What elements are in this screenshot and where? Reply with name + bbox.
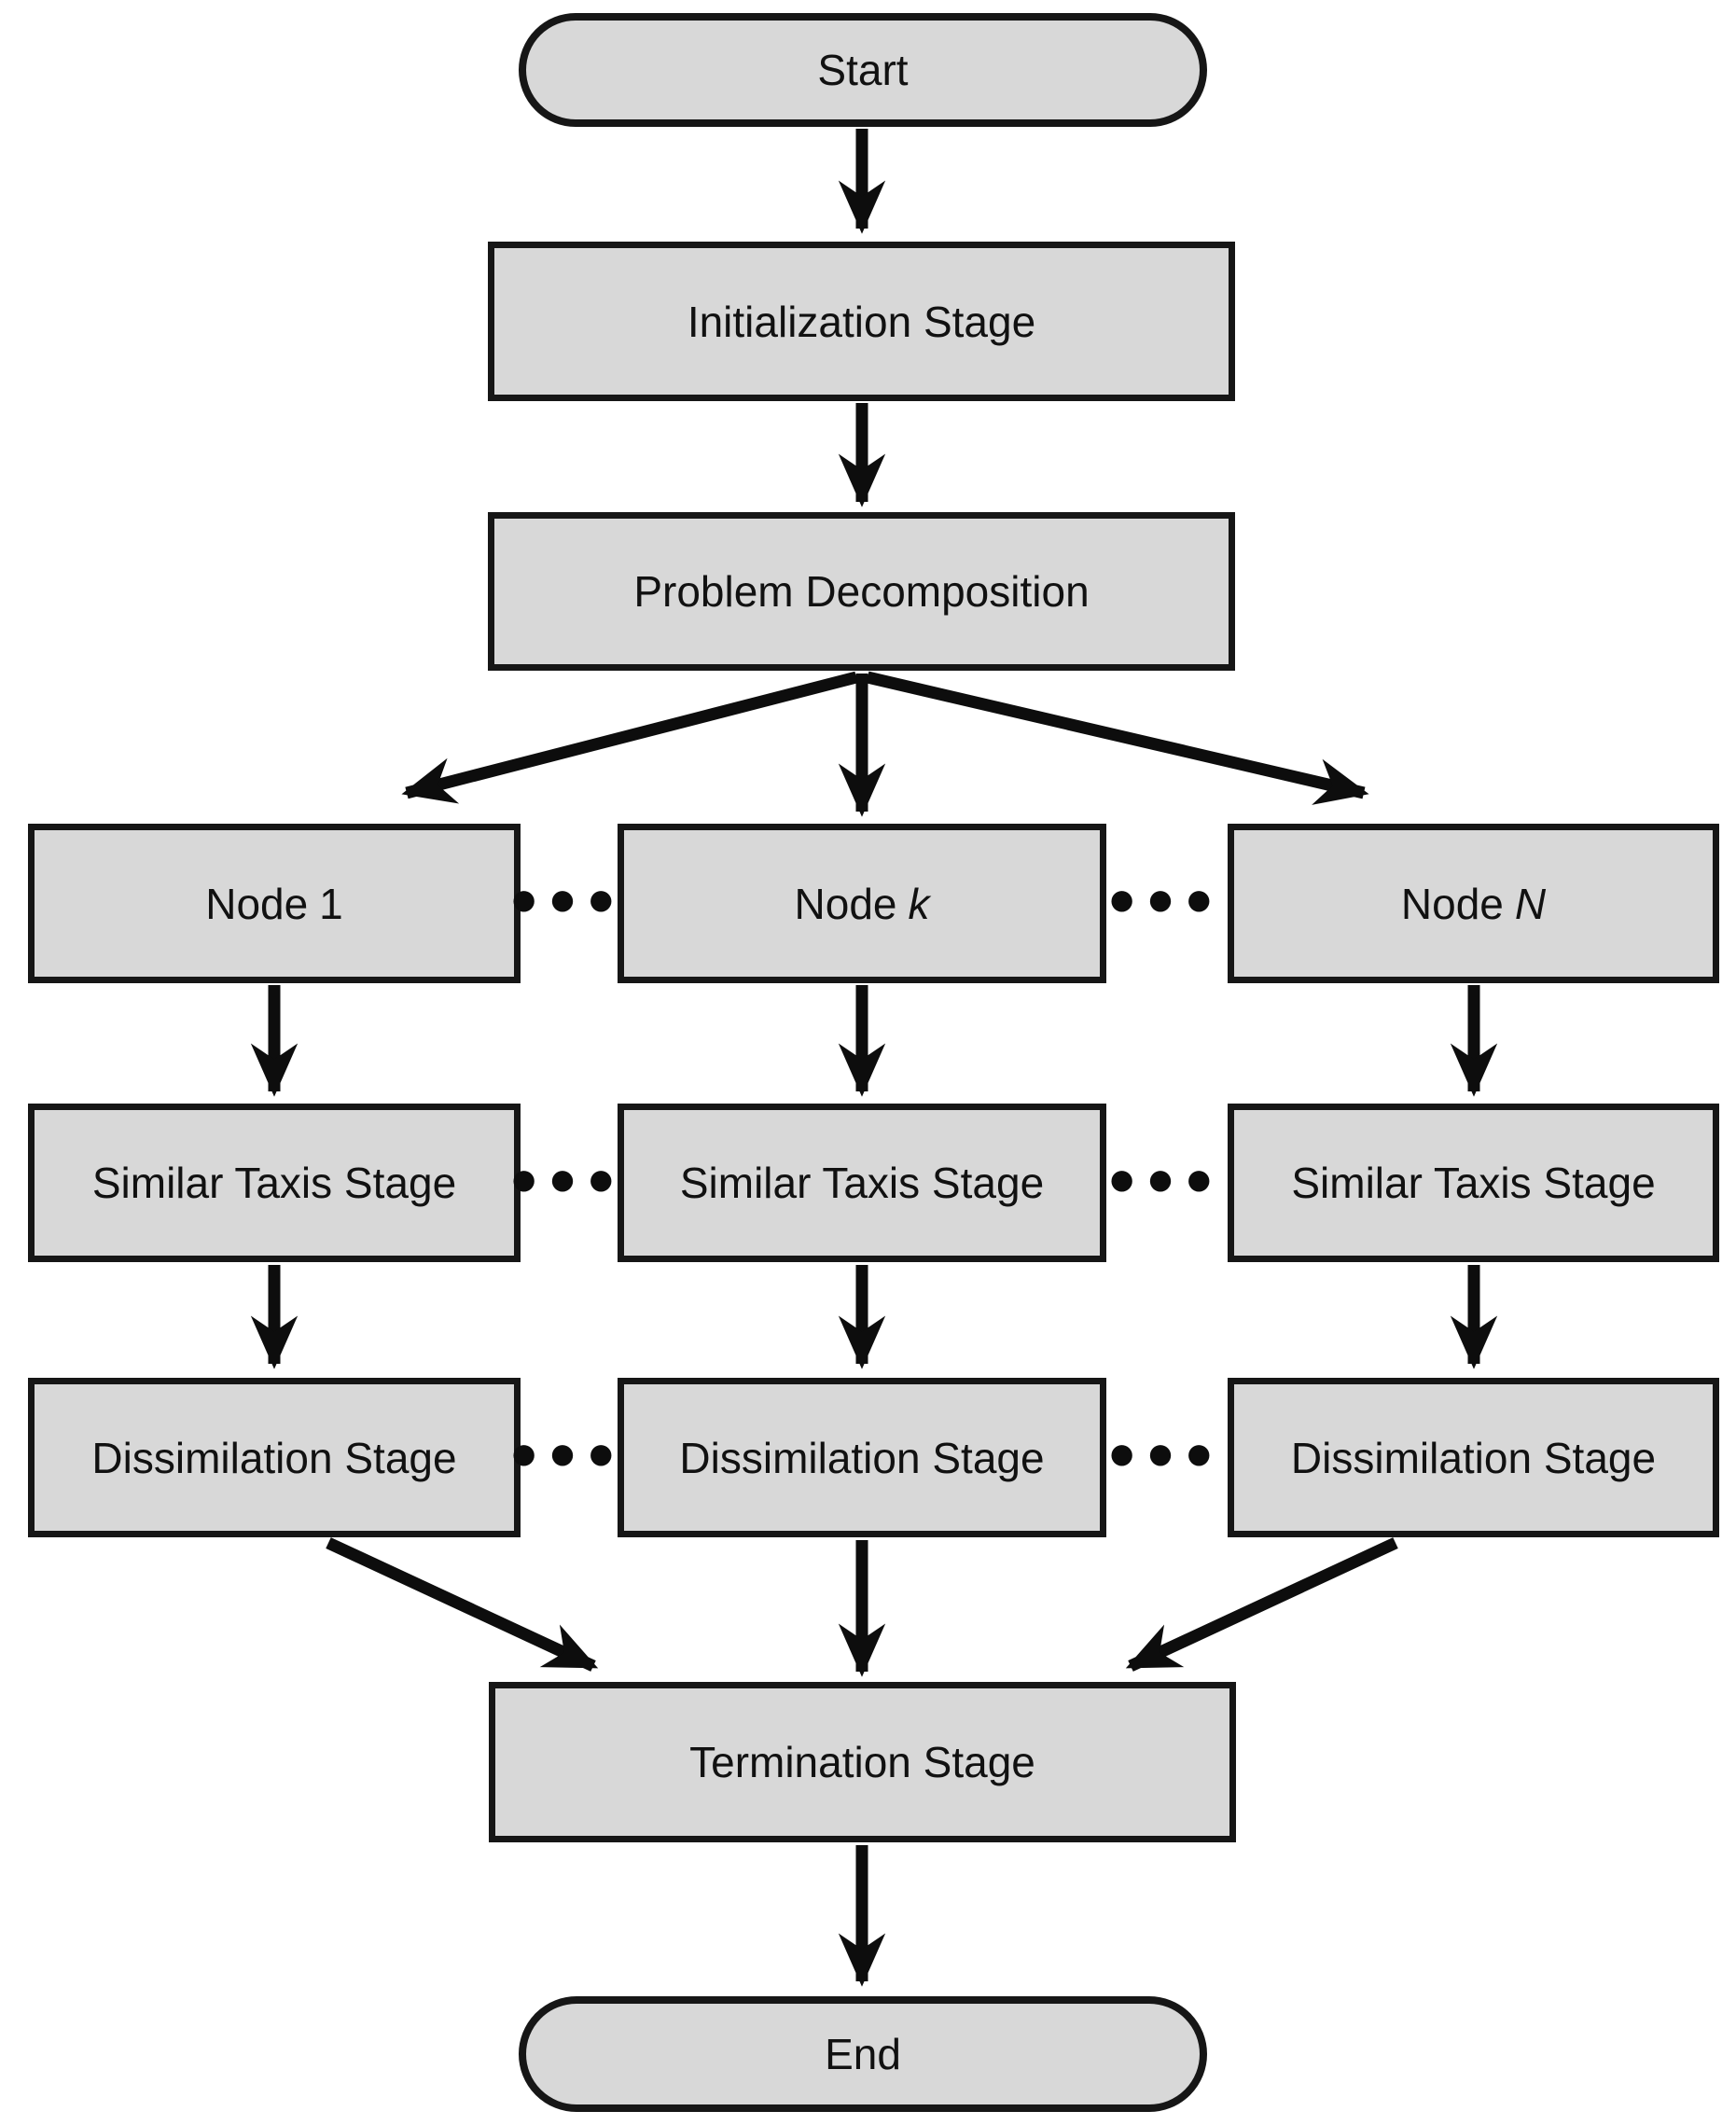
end-label: End bbox=[825, 2030, 901, 2078]
ellipsis-node-gap-1: ••• bbox=[511, 858, 627, 941]
ellipsis-dissimilation-gap-1: ••• bbox=[511, 1412, 627, 1495]
arrow-decomposition-to-node-n bbox=[866, 671, 1369, 805]
problem-decomposition-label: Problem Decomposition bbox=[633, 567, 1090, 616]
node-1-box: Node 1 bbox=[28, 824, 521, 983]
ellipsis-similar-gap-1: ••• bbox=[511, 1138, 627, 1221]
arrow-decomposition-to-node-1 bbox=[401, 671, 858, 804]
node-k-prefix: Node bbox=[794, 879, 897, 928]
problem-decomposition-box: Problem Decomposition bbox=[488, 512, 1235, 671]
arrow-dissimilation-1-to-termination bbox=[326, 1537, 599, 1672]
arrow-dissimilation-n-to-termination bbox=[1125, 1537, 1398, 1672]
node-k-index: k bbox=[908, 879, 930, 928]
end-terminator: End bbox=[519, 1996, 1207, 2112]
dissimilation-stage-label-1: Dissimilation Stage bbox=[91, 1433, 457, 1482]
start-terminator: Start bbox=[519, 13, 1207, 127]
node-1-index: 1 bbox=[319, 879, 343, 928]
dissimilation-stage-label-n: Dissimilation Stage bbox=[1290, 1433, 1657, 1482]
dissimilation-stage-label-k: Dissimilation Stage bbox=[679, 1433, 1045, 1482]
initialization-stage-box: Initialization Stage bbox=[488, 242, 1235, 401]
initialization-stage-label: Initialization Stage bbox=[687, 297, 1036, 346]
node-n-prefix: Node bbox=[1400, 879, 1504, 928]
node-n-index: N bbox=[1514, 879, 1547, 928]
node-1-prefix: Node bbox=[205, 879, 309, 928]
similar-taxis-stage-label-1: Similar Taxis Stage bbox=[91, 1159, 457, 1207]
node-n-box: Node N bbox=[1228, 824, 1719, 983]
similar-taxis-stage-label-k: Similar Taxis Stage bbox=[679, 1159, 1045, 1207]
termination-stage-box: Termination Stage bbox=[489, 1682, 1236, 1842]
dissimilation-stage-box-k: Dissimilation Stage bbox=[618, 1378, 1106, 1537]
ellipsis-dissimilation-gap-2: ••• bbox=[1109, 1412, 1225, 1495]
dissimilation-stage-box-1: Dissimilation Stage bbox=[28, 1378, 521, 1537]
node-k-box: Node k bbox=[618, 824, 1106, 983]
start-label: Start bbox=[817, 46, 909, 94]
termination-stage-label: Termination Stage bbox=[689, 1738, 1035, 1786]
similar-taxis-stage-box-1: Similar Taxis Stage bbox=[28, 1104, 521, 1262]
similar-taxis-stage-box-n: Similar Taxis Stage bbox=[1228, 1104, 1719, 1262]
similar-taxis-stage-label-n: Similar Taxis Stage bbox=[1291, 1159, 1656, 1207]
ellipsis-similar-gap-2: ••• bbox=[1109, 1138, 1225, 1221]
dissimilation-stage-box-n: Dissimilation Stage bbox=[1228, 1378, 1719, 1537]
similar-taxis-stage-box-k: Similar Taxis Stage bbox=[618, 1104, 1106, 1262]
ellipsis-node-gap-2: ••• bbox=[1109, 858, 1225, 941]
